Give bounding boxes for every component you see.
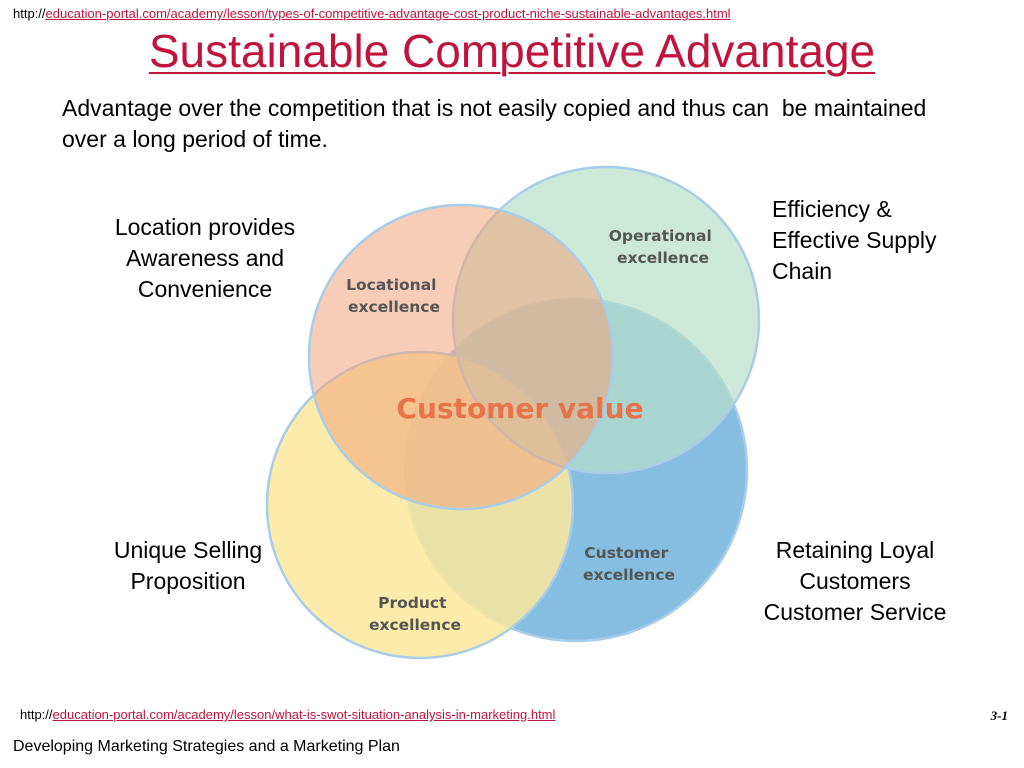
label-loyal-line-2: Customers [799,568,911,594]
customer-value-label: Customer value [396,392,643,425]
operational-label: Operational excellence [609,227,717,267]
source-url: http://education-portal.com/academy/less… [13,6,731,21]
label-loyal-line-1: Retaining Loyal [775,537,935,563]
label-efficiency-line-1: Efficiency & [772,196,892,222]
operational-label-line1: Operational [609,227,712,245]
customer-label-line1: Customer [584,544,668,562]
locational-label: Locational excellence [346,276,442,316]
product-label: Product excellence [369,594,461,634]
label-usp-line-1: Unique Selling [113,537,263,563]
definition-text: Advantage over the competition that is n… [62,95,933,152]
product-label-line2: excellence [369,616,461,634]
slide-number: 3-1 [990,708,1008,723]
label-location-line-2: Awareness and [125,245,285,271]
footer-text: Developing Marketing Strategies and a Ma… [13,738,400,755]
reference-url-link[interactable]: education-portal.com/academy/lesson/what… [52,707,556,722]
label-efficiency-line-2: Effective Supply [772,227,937,253]
source-url-link[interactable]: education-portal.com/academy/lesson/type… [45,6,731,21]
source-url-prefix: http:// [13,6,46,21]
label-efficiency-line-3: Chain [772,258,833,284]
page-title: Sustainable Competitive Advantage [148,25,876,77]
locational-label-line1: Locational [346,276,436,294]
label-loyal-line-3: Customer Service [763,599,947,625]
customer-label-line2: excellence [583,566,675,584]
customer-label: Customer excellence [583,544,675,584]
product-label-line1: Product [378,594,447,612]
label-usp-line-2: Proposition [130,568,246,594]
locational-label-line2: excellence [348,298,440,316]
reference-url-prefix: http:// [20,707,53,722]
reference-url: http://education-portal.com/academy/less… [20,707,555,722]
locational-excellence-circle [307,203,615,511]
operational-label-line2: excellence [617,249,709,267]
label-location-line-3: Convenience [137,276,273,302]
label-location-line-1: Location provides [114,214,296,240]
